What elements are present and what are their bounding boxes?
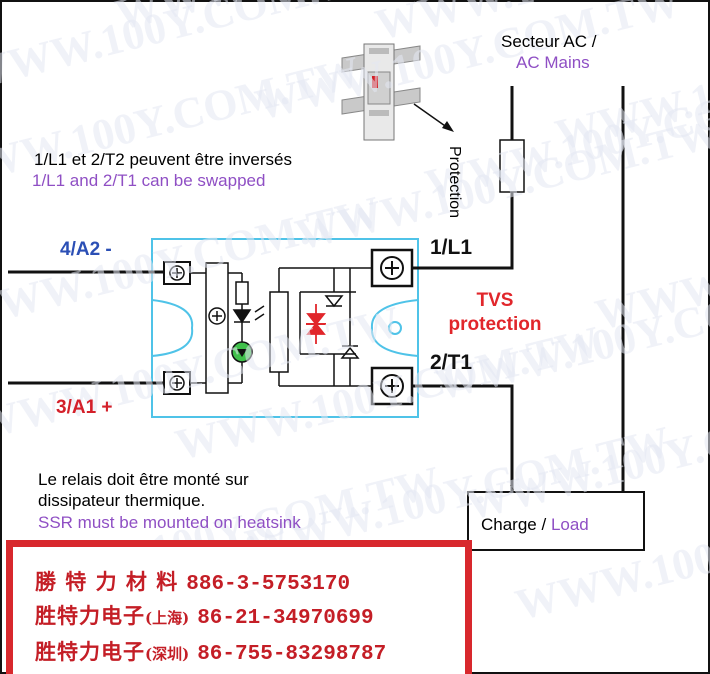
ssr-outline <box>151 238 419 418</box>
terminal-a1-screw <box>163 371 191 395</box>
load-box <box>467 491 645 551</box>
swap-note-fr: 1/L1 et 2/T2 peuvent être inversés <box>34 150 292 169</box>
terminal-t1-screw <box>370 366 414 406</box>
output-circuit <box>269 267 372 387</box>
heatsink-note-fr1: Le relais doit être monté sur <box>38 470 249 489</box>
heatsink-note-fr2: dissipateur thermique. <box>38 491 206 510</box>
protection-label: Protection <box>446 146 463 219</box>
contact-phone: 86-21-34970699 <box>197 607 374 630</box>
contact-panel: 勝 特 力 材 料 886-3-5753170 胜特力电子(上海) 86-21-34… <box>6 540 472 674</box>
contact-phone: 86-755-83298787 <box>197 643 387 666</box>
circuit-breaker-icon <box>341 43 421 141</box>
terminal-a1-label: 3/A1 + <box>56 397 113 418</box>
contact-company: 胜特力电子 <box>35 603 145 628</box>
tvs-label-line2: protection <box>448 314 542 335</box>
mains-label-fr: Secteur AC / <box>501 32 597 51</box>
contact-company: 勝 特 力 材 料 <box>35 569 179 594</box>
ssr-mount-right <box>370 299 419 357</box>
load-label-en: Load <box>550 515 589 534</box>
contact-row: 勝 特 力 材 料 886-3-5753170 <box>35 569 350 598</box>
wire-t1-load <box>412 384 514 492</box>
contact-row: 胜特力电子(上海) 86-21-34970699 <box>35 603 374 632</box>
protection-arrow <box>413 103 449 129</box>
terminal-l1-screw <box>370 248 414 288</box>
contact-phone: 886-3-5753170 <box>186 573 351 596</box>
terminal-a2-label: 4/A2 - <box>60 239 112 260</box>
ssr-mount-hole <box>388 321 402 335</box>
contact-company: 胜特力电子 <box>35 639 145 664</box>
mains-label-en: AC Mains <box>516 53 590 72</box>
terminal-l1-label: 1/L1 <box>430 236 473 259</box>
tvs-diode <box>306 304 326 344</box>
contact-row: 胜特力电子(深圳) 86-755-83298787 <box>35 639 386 668</box>
input-circuit <box>190 262 265 394</box>
heatsink-note-en: SSR must be mounted on heatsink <box>38 513 301 532</box>
swap-note-en: 1/L1 and 2/T1 can be swapped <box>32 171 266 190</box>
terminal-a2-screw <box>163 261 191 285</box>
tvs-label-line1: TVS <box>476 290 514 311</box>
terminal-t1-label: 2/T1 <box>430 351 473 374</box>
contact-branch: (上海) <box>145 609 190 627</box>
load-label-fr: Charge / <box>481 515 547 534</box>
contact-branch: (深圳) <box>145 645 190 663</box>
protection-fuse <box>499 139 525 193</box>
load-label: Charge / Load <box>481 515 589 535</box>
ssr-mount-left <box>151 299 194 357</box>
